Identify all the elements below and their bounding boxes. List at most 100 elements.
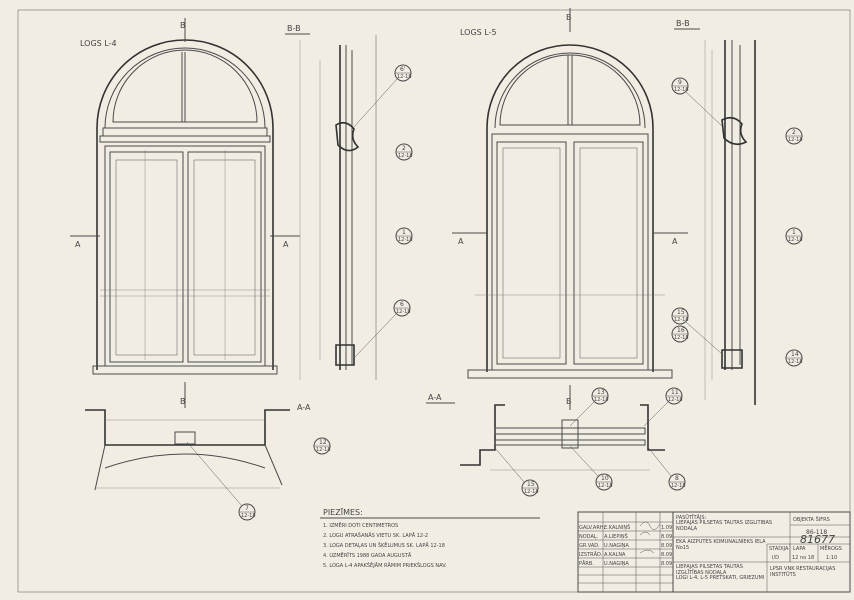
note-item: 2. LOGU ATRAŠANĀS VIETU SK. LAPĀ 12-2 xyxy=(323,532,428,539)
cut-b-mark: B xyxy=(180,397,186,406)
svg-text:14: 14 xyxy=(791,351,799,358)
svg-text:E.KALNIŅŠ: E.KALNIŅŠ xyxy=(604,524,630,531)
svg-text:12-18: 12-18 xyxy=(396,309,411,315)
l5-title: LOGS L-5 xyxy=(460,28,497,37)
svg-text:GALV.ARH.: GALV.ARH. xyxy=(579,525,605,531)
signature-row: IZSTRĀD.A.KALNA 8.09 xyxy=(579,551,672,558)
sheet-label: LAPA xyxy=(793,546,806,552)
svg-text:12-18: 12-18 xyxy=(788,237,803,243)
svg-text:12: 12 xyxy=(319,439,327,446)
svg-text:12-18: 12-18 xyxy=(674,317,689,323)
sheet-title: LOGI L-4, L-5 PRETSKATI, GRIEZUMI xyxy=(676,575,765,581)
callout: 912-18 xyxy=(671,77,723,127)
svg-text:12-18: 12-18 xyxy=(241,513,256,519)
signature-row: NODAĻ. A.LIEPIŅŠ 8.09 xyxy=(579,533,672,540)
section-bb-l4: B-B xyxy=(285,24,377,380)
cut-a-mark: A xyxy=(458,237,464,246)
object-code-label: OBJEKTA ŠIFRS xyxy=(793,516,830,523)
svg-text:A.LIEPIŅŠ: A.LIEPIŅŠ xyxy=(604,533,628,540)
svg-text:10: 10 xyxy=(601,475,609,482)
callout: 212-18 xyxy=(395,143,413,161)
signature-row: GALV.ARH.E.KALNIŅŠ 1.09 xyxy=(579,524,672,531)
callout: 6'12-18 xyxy=(352,64,412,129)
cut-a-mark: A xyxy=(75,240,81,249)
svg-text:13: 13 xyxy=(597,389,605,396)
archive-number: 81677 xyxy=(800,533,835,546)
callout: 612-18 xyxy=(353,299,411,359)
cut-a-mark: A xyxy=(672,237,678,246)
svg-text:1: 1 xyxy=(792,229,796,236)
owner: LIEPĀJAS PILSĒTAS TAUTAS IZGLĪTĪBAS NODA… xyxy=(676,564,743,576)
note-item: 1. IZMĒRI DOTI CENTIMETROS xyxy=(323,522,398,529)
title-block: GALV.ARH.E.KALNIŅŠ 1.09 NODAĻ. A.LIEPIŅŠ 8.… xyxy=(577,511,851,593)
svg-text:2: 2 xyxy=(792,129,796,136)
svg-text:6: 6 xyxy=(400,301,404,308)
svg-text:8.09: 8.09 xyxy=(661,561,672,567)
svg-text:1.09: 1.09 xyxy=(661,525,672,531)
svg-text:15: 15 xyxy=(677,309,685,316)
svg-text:PĀRB.: PĀRB. xyxy=(579,560,594,567)
note-item: 5. LOGA L-4 APAKŠĒJĀM RĀMIM PRIEKŠLOGS N… xyxy=(323,562,447,569)
notes: PIEZĪMES: 1. IZMĒRI DOTI CENTIMETROS 2. … xyxy=(320,507,540,569)
svg-text:2: 2 xyxy=(402,145,406,152)
notes-title: PIEZĪMES: xyxy=(323,507,363,517)
svg-text:12-18: 12-18 xyxy=(594,397,609,403)
section-bb-title: B-B xyxy=(287,24,301,33)
svg-text:A.KALNA: A.KALNA xyxy=(604,552,626,558)
note-item: 4. UZMĒRĪTS 1988 GADA AUGUSTĀ xyxy=(323,552,412,559)
institute: LPSR VNK RESTAURĀCIJAS INSTITŪTS xyxy=(770,566,836,578)
svg-text:8.09: 8.09 xyxy=(661,534,672,540)
svg-text:8.09: 8.09 xyxy=(661,552,672,558)
svg-text:12-18: 12-18 xyxy=(668,397,683,403)
svg-text:12-18: 12-18 xyxy=(788,359,803,365)
callout: 112-18 xyxy=(785,227,803,245)
svg-text:11: 11 xyxy=(671,389,679,396)
client: LIEPĀJAS PILSĒTAS TAUTAS IZGLĪTĪBAS NODA… xyxy=(676,520,773,532)
window-l4-elevation: LOGS L-4 A A B B xyxy=(70,18,300,408)
svg-text:7: 7 xyxy=(245,505,249,512)
svg-text:U.NAGIŅA: U.NAGIŅA xyxy=(604,543,629,549)
svg-text:12-18: 12-18 xyxy=(674,335,689,341)
cut-b-mark: B xyxy=(566,13,572,22)
svg-text:6': 6' xyxy=(400,66,406,73)
client-label: PASŪTĪTĀJS: xyxy=(676,514,707,521)
svg-text:12-18: 12-18 xyxy=(598,483,613,489)
sheet-number: 12 no 18 xyxy=(792,555,814,561)
scale: 1:10 xyxy=(826,555,837,561)
svg-text:NODAĻ.: NODAĻ. xyxy=(579,534,599,540)
l4-title: LOGS L-4 xyxy=(80,39,117,48)
svg-text:9: 9 xyxy=(678,79,682,86)
svg-text:12-18: 12-18 xyxy=(524,489,539,495)
building: ĒKA AIZPUTES KOMUNĀLNIEKS IELA No15 xyxy=(676,539,766,551)
note-item: 3. LOGA DETAĻAS UN ŠĶĒLUMUS SK. LAPĀ 12-… xyxy=(323,542,445,549)
object-code: 86-118 xyxy=(806,529,827,536)
svg-text:12-18: 12-18 xyxy=(788,137,803,143)
svg-text:1: 1 xyxy=(402,229,406,236)
callout: 712-18 xyxy=(186,441,256,521)
window-l5-elevation: LOGS L-5 A A B B xyxy=(452,8,688,410)
section-aa-title: A-A xyxy=(428,393,442,402)
svg-text:IZSTRĀD.: IZSTRĀD. xyxy=(579,551,603,558)
plan-aa-l4: A-A xyxy=(85,403,311,491)
sheet-border xyxy=(17,9,851,593)
plan-aa-l5: A-A xyxy=(426,393,665,471)
cut-b-mark: B xyxy=(566,397,572,406)
svg-text:12-18: 12-18 xyxy=(316,447,331,453)
svg-text:8.09: 8.09 xyxy=(661,543,672,549)
svg-text:16: 16 xyxy=(677,327,685,334)
cut-b-mark: B xyxy=(180,21,186,30)
svg-text:15: 15 xyxy=(527,481,535,488)
section-bb-l5: B-B xyxy=(674,19,756,405)
signature-scribbles xyxy=(639,521,661,554)
section-aa-title: A-A xyxy=(297,403,311,412)
svg-text:U.NAGIŅA: U.NAGIŅA xyxy=(604,561,629,567)
